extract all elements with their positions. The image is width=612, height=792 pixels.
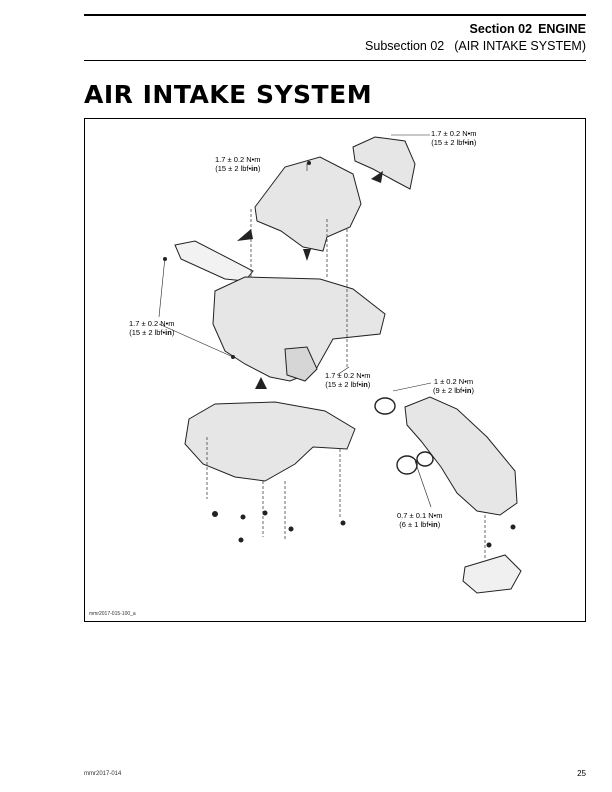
torque-imperial-close: ) <box>257 164 261 173</box>
throttle-body-part <box>284 346 318 382</box>
torque-metric: 1 ± 0.2 N•m <box>433 377 474 386</box>
torque-imperial: (6 ± 1 lbf• <box>399 520 432 529</box>
torque-imperial-close: ) <box>437 520 441 529</box>
torque-imperial: (15 ± 2 lbf• <box>325 380 362 389</box>
torque-imperial: (9 ± 2 lbf• <box>433 386 465 395</box>
torque-imperial-unit: in <box>467 138 474 147</box>
torque-label: 1.7 ± 0.2 N•m (15 ± 2 lbf•in) <box>215 155 261 173</box>
bracket-part <box>462 554 522 594</box>
torque-imperial-close: ) <box>171 328 175 337</box>
subsection-heading: Subsection 02 (AIR INTAKE SYSTEM) <box>365 39 586 53</box>
torque-metric: 0.7 ± 0.1 N•m <box>397 511 443 520</box>
upper-cover-part <box>352 136 416 190</box>
intake-duct-part <box>404 396 518 516</box>
torque-imperial-unit: in <box>464 386 472 395</box>
torque-label: 1 ± 0.2 N•m (9 ± 2 lbf•in) <box>433 377 474 395</box>
subsection-name: (AIR INTAKE SYSTEM) <box>454 39 586 53</box>
clamp-upper <box>374 397 396 415</box>
page-title: AIR INTAKE SYSTEM <box>84 80 373 109</box>
header-top-rule <box>84 14 586 16</box>
torque-metric: 1.7 ± 0.2 N•m <box>129 319 175 328</box>
assembly-arrow <box>237 229 253 241</box>
footer-document-code: mmr2017-014 <box>84 771 122 777</box>
torque-metric: 1.7 ± 0.2 N•m <box>431 129 477 138</box>
intake-manifold-part <box>212 276 386 382</box>
torque-imperial: (15 ± 2 lbf• <box>129 328 166 337</box>
clamp-lower <box>396 455 418 475</box>
subsection-number: Subsection 02 <box>365 39 445 53</box>
page-number: 25 <box>577 769 586 778</box>
torque-label: 1.7 ± 0.2 N•m (15 ± 2 lbf•in) <box>325 371 371 389</box>
clamp-lower-2 <box>416 451 434 467</box>
torque-label: 0.7 ± 0.1 N•m (6 ± 1 lbf•in) <box>397 511 443 529</box>
header-bottom-rule <box>84 60 586 61</box>
torque-imperial-unit: in <box>251 164 258 173</box>
section-heading: Section 02 ENGINE <box>470 22 586 36</box>
left-gasket-part <box>174 240 254 282</box>
torque-imperial-unit: in <box>431 520 438 529</box>
assembly-arrow <box>371 171 383 183</box>
section-number: Section 02 <box>469 22 533 36</box>
torque-imperial-close: ) <box>473 138 477 147</box>
exploded-view-drawing <box>158 134 522 594</box>
torque-label: 1.7 ± 0.2 N•m (15 ± 2 lbf•in) <box>431 129 477 147</box>
torque-metric: 1.7 ± 0.2 N•m <box>325 371 371 380</box>
upper-airbox-part <box>254 156 362 252</box>
torque-metric: 1.7 ± 0.2 N•m <box>215 155 261 164</box>
section-name: ENGINE <box>538 22 586 36</box>
figure-id: mmr2017-015-100_a <box>89 611 136 617</box>
torque-imperial-close: ) <box>471 386 474 395</box>
torque-label: 1.7 ± 0.2 N•m (15 ± 2 lbf•in) <box>129 319 175 337</box>
torque-imperial: (15 ± 2 lbf• <box>215 164 252 173</box>
assembly-arrow <box>255 377 267 389</box>
torque-imperial: (15 ± 2 lbf• <box>431 138 468 147</box>
torque-imperial-close: ) <box>367 380 371 389</box>
lower-plenum-part <box>184 401 356 482</box>
exploded-view-figure: 1.7 ± 0.2 N•m (15 ± 2 lbf•in) 1.7 ± 0.2 … <box>84 118 586 622</box>
torque-imperial-unit: in <box>361 380 368 389</box>
torque-imperial-unit: in <box>165 328 172 337</box>
assembly-arrow <box>303 249 311 261</box>
